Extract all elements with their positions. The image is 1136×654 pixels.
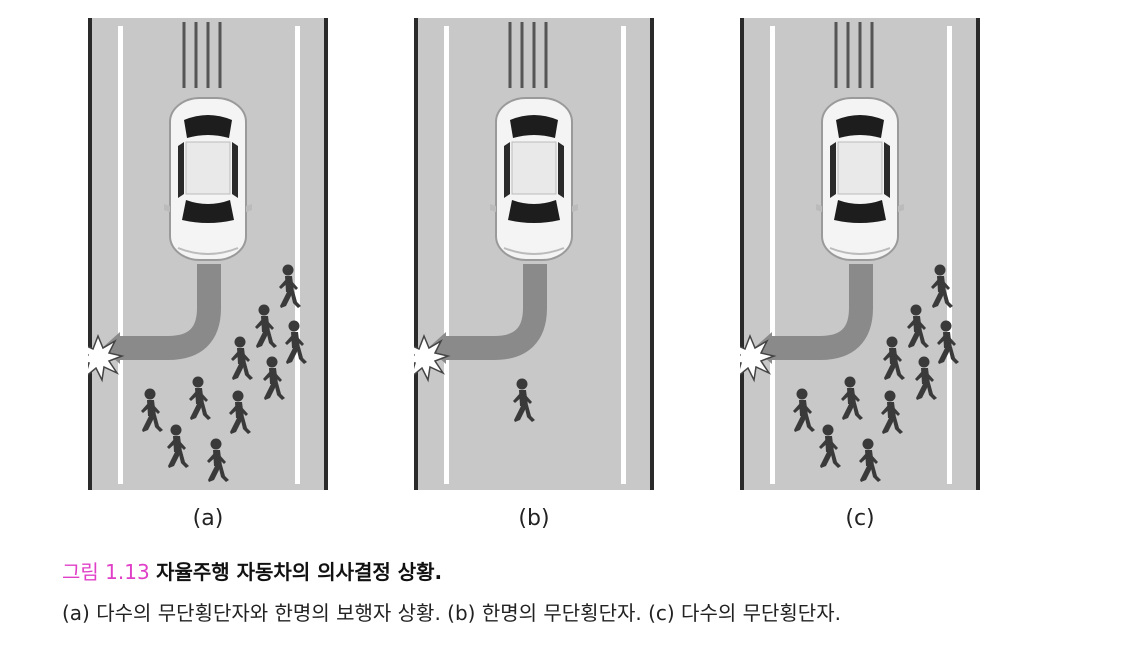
panel-label-b: (b) (518, 506, 550, 531)
lane-line-left (770, 26, 775, 484)
car-icon (163, 97, 253, 261)
road-left-edge (740, 18, 744, 490)
lane-line-right (621, 26, 626, 484)
lane-line-right (295, 26, 300, 484)
road-left-edge (88, 18, 92, 490)
swerve-arrow (770, 264, 873, 360)
scenario-panel-c (740, 18, 980, 490)
swerve-arrow (118, 264, 221, 360)
road-scene-a (88, 18, 328, 490)
motion-lines (834, 22, 874, 88)
scenario-panel-a (88, 18, 328, 490)
scenario-panel-b (414, 18, 654, 490)
motion-lines (182, 22, 222, 88)
figure-title: 자율주행 자동차의 의사결정 상황. (156, 560, 443, 584)
road-right-edge (650, 18, 654, 490)
road-scene-c (740, 18, 980, 490)
road-scene-b (414, 18, 654, 490)
car-icon (489, 97, 579, 261)
lane-line-left (118, 26, 123, 484)
motion-lines (508, 22, 548, 88)
panel-label-c: (c) (845, 506, 875, 531)
swerve-arrow (444, 264, 547, 360)
lane-line-left (444, 26, 449, 484)
road-right-edge (976, 18, 980, 490)
panel-label-a: (a) (192, 506, 224, 531)
figure-number: 그림 1.13 (62, 560, 150, 584)
figure-caption-title: 그림 1.13 자율주행 자동차의 의사결정 상황. (62, 556, 442, 585)
lane-line-right (947, 26, 952, 484)
car-icon (815, 97, 905, 261)
road-right-edge (324, 18, 328, 490)
road-left-edge (414, 18, 418, 490)
figure-description: (a) 다수의 무단횡단자와 한명의 보행자 상황. (b) 한명의 무단횡단자… (62, 601, 841, 625)
